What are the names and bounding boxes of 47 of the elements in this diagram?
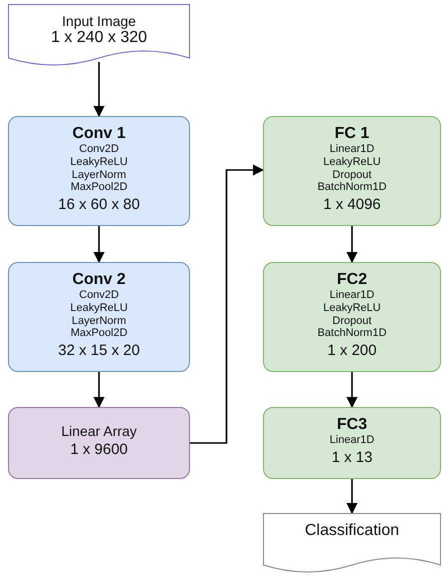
layer-label: LeakyReLU (70, 156, 128, 169)
layer-label: LeakyReLU (70, 302, 128, 315)
shape-label: 1 x 4096 (323, 196, 381, 214)
shape-label: 1 x 200 (327, 342, 377, 360)
layer-label: LeakyReLU (323, 302, 381, 315)
arrow (346, 372, 358, 408)
layer-label: Conv2D (79, 289, 119, 302)
layer-label: Dropout (332, 168, 372, 182)
box-title: Conv 2 (72, 270, 126, 290)
arrow (93, 226, 105, 264)
box-label: Linear Array (61, 423, 137, 440)
process-box (8, 407, 190, 479)
box-title: FC2 (336, 270, 368, 290)
process-box (263, 407, 441, 479)
layer-label: Linear1D (330, 143, 374, 156)
shape-label: 1 x 13 (332, 448, 372, 466)
layer-label: MaxPool2D (70, 181, 128, 194)
box-title: FC3 (336, 416, 368, 434)
box-title: Conv 1 (72, 124, 126, 144)
process-box (8, 262, 190, 372)
arrow (190, 164, 264, 444)
process-box (263, 262, 441, 372)
document-shape (263, 513, 441, 573)
box-label: 1 x 240 x 320 (50, 29, 148, 48)
arrow (93, 62, 105, 118)
layer-label: Conv2D (79, 143, 119, 156)
layer-label: Linear1D (330, 434, 374, 447)
layer-label: Linear1D (330, 289, 374, 302)
process-box (263, 116, 441, 226)
arrow (346, 479, 358, 514)
arrow (93, 372, 105, 408)
shape-label: 1 x 9600 (70, 441, 128, 459)
layer-label: BatchNorm1D (317, 327, 387, 340)
layer-label: LayerNorm (72, 168, 126, 182)
process-box (8, 116, 190, 226)
box-label: Input Image (62, 13, 136, 30)
shape-label: 32 x 15 x 20 (58, 342, 140, 360)
layer-label: Dropout (332, 314, 372, 328)
document-shape (8, 4, 190, 66)
box-label: Classification (304, 522, 400, 540)
layer-label: LayerNorm (72, 314, 126, 328)
shape-label: 16 x 60 x 80 (58, 196, 140, 214)
layer-label: LeakyReLU (323, 156, 381, 169)
layer-label: MaxPool2D (70, 327, 128, 340)
arrow (346, 226, 358, 264)
box-title: FC 1 (334, 124, 370, 144)
layer-label: BatchNorm1D (317, 181, 387, 194)
